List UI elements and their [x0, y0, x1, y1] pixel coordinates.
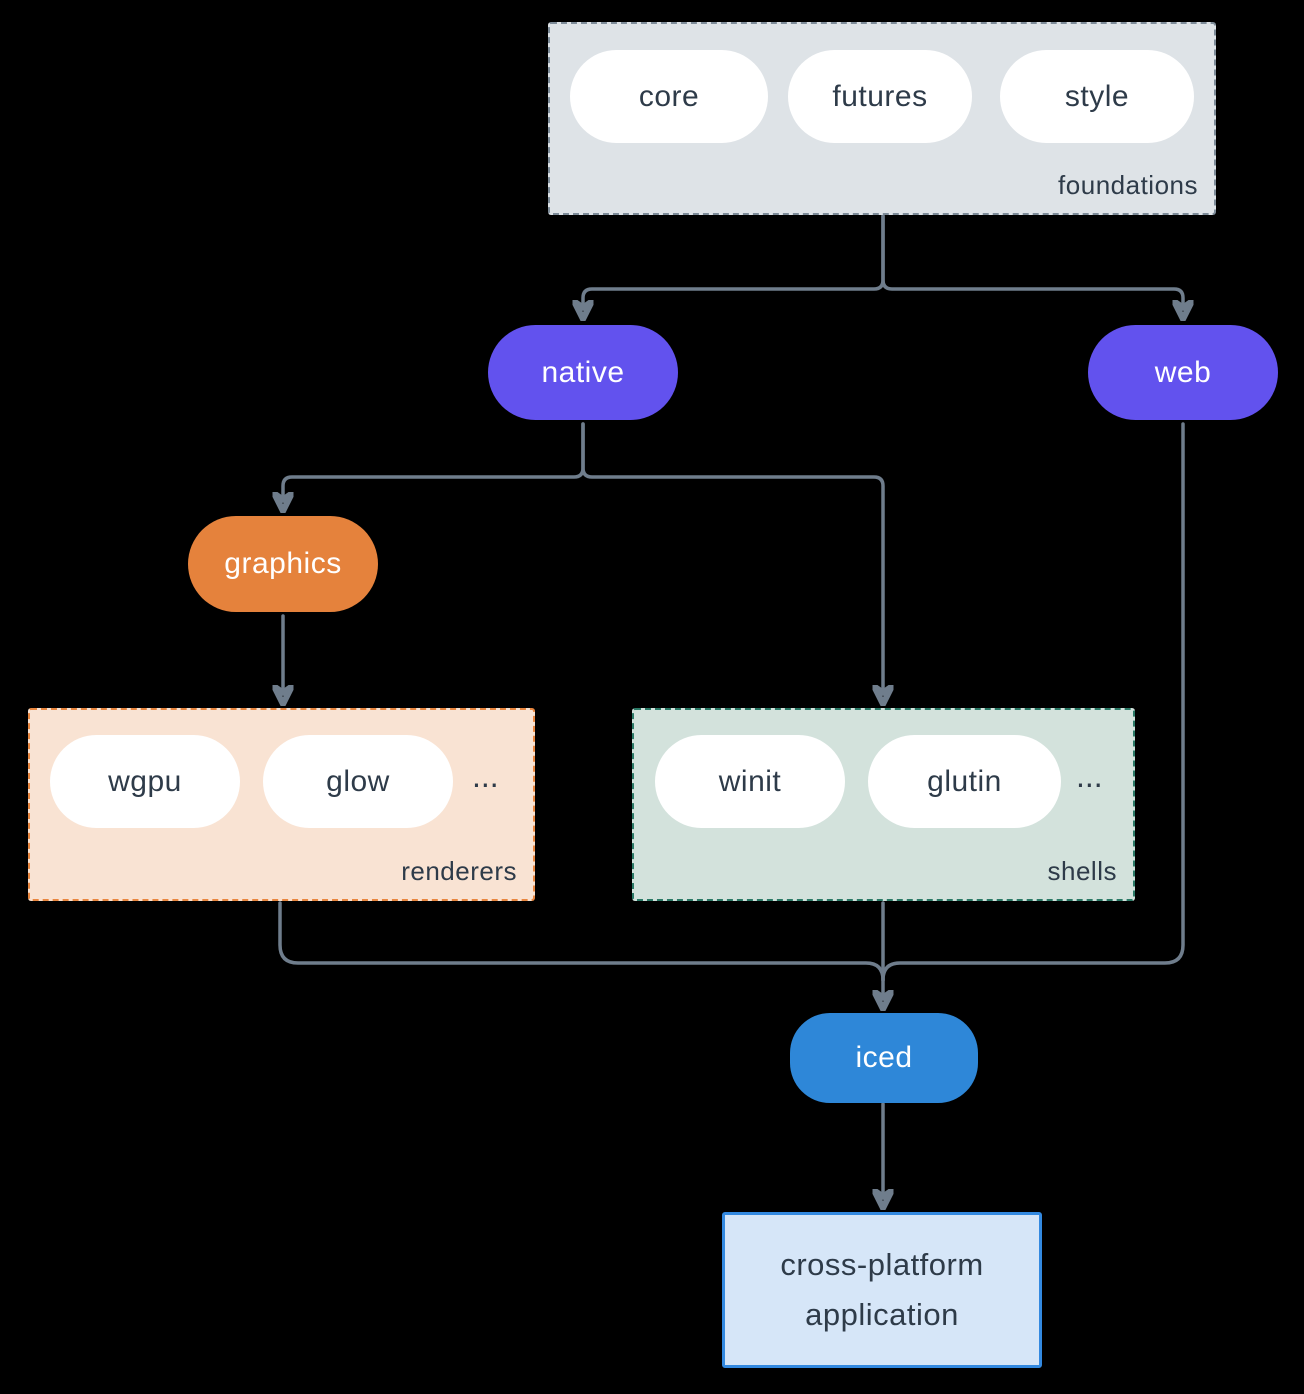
node-glow: glow — [263, 735, 453, 828]
group-label-renderers: renderers — [401, 856, 517, 886]
node-iced: iced — [790, 1013, 978, 1103]
node-native: native — [488, 325, 678, 420]
renderers-ellipsis: ... — [472, 758, 499, 794]
edge-foundations-web — [881, 214, 1183, 305]
node-graphics: graphics — [188, 516, 378, 612]
edge-native-graphics — [283, 422, 585, 497]
edge-web-merge — [881, 422, 1185, 982]
node-cross-platform-application: cross-platform application — [722, 1212, 1042, 1368]
edge-native-shells — [581, 422, 883, 690]
node-web: web — [1088, 325, 1278, 420]
shells-ellipsis: ... — [1076, 758, 1103, 794]
node-futures: futures — [788, 50, 972, 143]
node-glutin: glutin — [868, 735, 1061, 828]
application-label-line1: cross-platform — [780, 1247, 984, 1282]
group-label-shells: shells — [1047, 856, 1117, 886]
application-label-line2: application — [805, 1297, 959, 1332]
node-winit: winit — [655, 735, 845, 828]
node-core: core — [570, 50, 768, 143]
edge-foundations-native — [583, 214, 885, 305]
node-style: style — [1000, 50, 1194, 143]
group-label-foundations: foundations — [1058, 170, 1198, 200]
node-wgpu: wgpu — [50, 735, 240, 828]
edge-renderers-merge — [278, 901, 885, 982]
